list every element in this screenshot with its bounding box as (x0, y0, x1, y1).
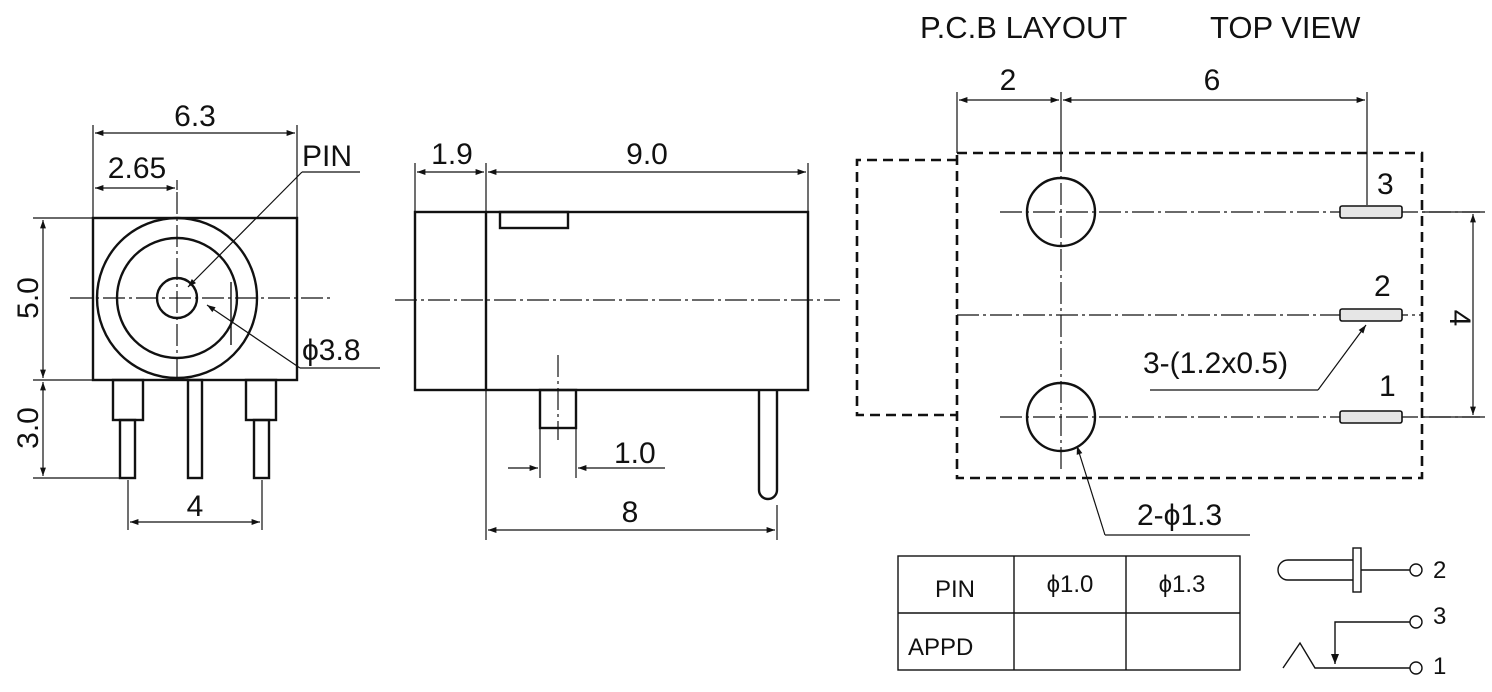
pin-label: PIN (302, 140, 352, 173)
pcb-pad-1 (1339, 410, 1403, 424)
dim-1-0: 1.0 (614, 437, 656, 470)
terminal-label-1: 1 (1433, 653, 1446, 680)
side-pin-rear (757, 390, 779, 501)
dim-phi-3-8: ϕ3.8 (302, 334, 361, 367)
pcb-pad-2 (1339, 308, 1403, 322)
terminal-label-2: 2 (1433, 557, 1446, 584)
pcb-outline-front (855, 158, 957, 417)
table-col-phi-1-0: ϕ1.0 (1047, 571, 1094, 598)
table-col-phi-1-3: ϕ1.3 (1159, 571, 1206, 598)
dim-1-9: 1.9 (431, 138, 473, 171)
dim-4-front: 4 (187, 490, 204, 523)
dim-4-pcb: 4 (1443, 310, 1476, 327)
pin-number-3: 3 (1377, 168, 1394, 201)
table-row-pin: PIN (935, 576, 975, 603)
terminal-3 (1409, 615, 1423, 629)
pin-number-1: 1 (1379, 370, 1396, 403)
terminal-1 (1409, 661, 1423, 675)
front-pins (111, 378, 278, 480)
dim-8: 8 (622, 496, 639, 529)
pcb-pad-3 (1339, 205, 1403, 219)
dim-6-3: 6.3 (174, 100, 216, 133)
dim-2-65: 2.65 (108, 152, 166, 185)
table-row-appd: APPD (908, 634, 973, 661)
front-view: 6.3 2.65 PIN 5.0 3.0 ϕ3.8 4 (12, 100, 380, 530)
terminal-2 (1409, 563, 1423, 577)
heading-pcb-layout: P.C.B LAYOUT (920, 10, 1127, 45)
dim-2-pcb: 2 (1000, 64, 1017, 97)
heading-top-view: TOP VIEW (1210, 10, 1361, 45)
pad-size-label: 3-(1.2x0.5) (1143, 347, 1288, 380)
terminal-label-3: 3 (1433, 603, 1446, 630)
side-body (413, 210, 810, 392)
dim-9-0: 9.0 (626, 138, 668, 171)
pcb-layout: P.C.B LAYOUT TOP VIEW 2 6 3 2 1 4 3- (855, 10, 1485, 536)
jack-schematic: 2 3 1 (1277, 547, 1446, 680)
side-view: 1.9 9.0 1.0 8 (395, 138, 840, 540)
dim-6-pcb: 6 (1204, 64, 1221, 97)
pin-number-2: 2 (1374, 270, 1391, 303)
plug-symbol (1277, 559, 1353, 581)
dim-5-0: 5.0 (12, 277, 45, 319)
hole-size-label: 2-ϕ1.3 (1137, 499, 1222, 532)
dim-3-0: 3.0 (12, 407, 45, 449)
pin-table: PIN APPD ϕ1.0 ϕ1.3 (897, 555, 1241, 671)
